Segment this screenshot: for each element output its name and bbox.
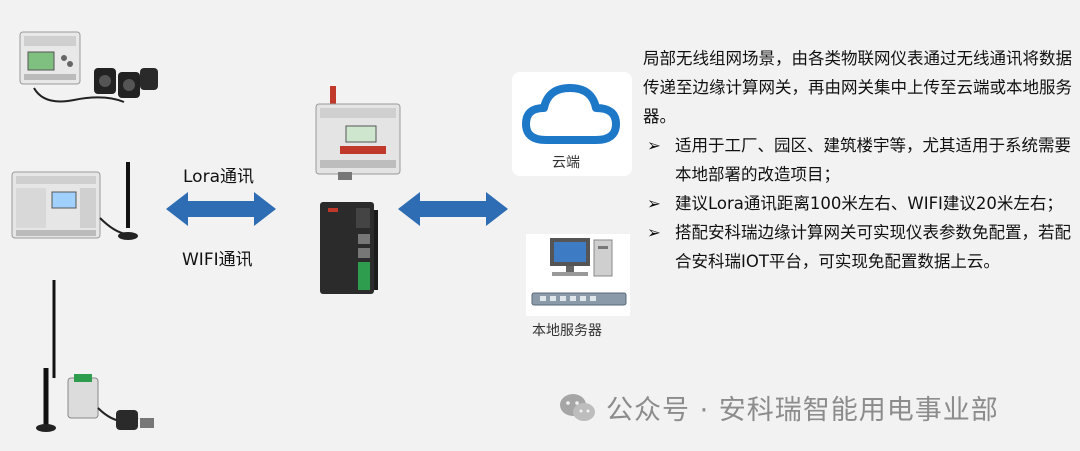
- description-bullet-1: ➢ 适用于工厂、园区、建筑楼宇等，尤其适用于系统需要本地部署的改造项目；: [643, 131, 1079, 189]
- bullet-marker-icon: ➢: [647, 136, 661, 155]
- bullet-text: 适用于工厂、园区、建筑楼宇等，尤其适用于系统需要本地部署的改造项目；: [675, 136, 1071, 184]
- meter-with-antenna-device: [11, 162, 138, 240]
- watermark: 公众号 · 安科瑞智能用电事业部: [558, 388, 999, 427]
- description-block: 局部无线组网场景，由各类物联网仪表通过无线通讯将数据传递至边缘计算网关，再由网关…: [643, 44, 1079, 276]
- wechat-icon: [560, 393, 595, 421]
- wifi-link-label: WIFI通讯: [182, 250, 253, 270]
- edge-computing-gateway-device: [320, 202, 378, 294]
- cloud-icon: [522, 84, 620, 144]
- lora-link-label: Lora通讯: [183, 167, 254, 187]
- network-switch-icon: [531, 292, 627, 306]
- description-bullet-3: ➢ 搭配安科瑞边缘计算网关可实现仪表参数免配置，若配合安科瑞IOT平台，可实现免…: [643, 218, 1079, 276]
- description-intro: 局部无线组网场景，由各类物联网仪表通过无线通讯将数据传递至边缘计算网关，再由网关…: [643, 49, 1072, 126]
- lora-wifi-double-arrow: [166, 192, 276, 226]
- description-bullet-2: ➢ 建议Lora通讯距离100米左右、WIFI建议20米左右；: [643, 189, 1079, 218]
- cloud-label: 云端: [552, 155, 580, 171]
- wireless-gateway-device: [315, 86, 401, 180]
- bullet-text: 建议Lora通讯距离100米左右、WIFI建议20米左右；: [675, 194, 1063, 213]
- watermark-text: 公众号 · 安科瑞智能用电事业部: [606, 395, 999, 426]
- wireless-module-device: [36, 280, 154, 432]
- upload-double-arrow: [398, 192, 508, 226]
- local-server-label: 本地服务器: [532, 323, 602, 339]
- computer-icon: [550, 238, 613, 277]
- bullet-marker-icon: ➢: [647, 194, 661, 213]
- bullet-text: 搭配安科瑞边缘计算网关可实现仪表参数免配置，若配合安科瑞IOT平台，可实现免配置…: [675, 223, 1071, 271]
- meter-with-ct-device: [19, 31, 158, 103]
- bullet-marker-icon: ➢: [647, 223, 661, 242]
